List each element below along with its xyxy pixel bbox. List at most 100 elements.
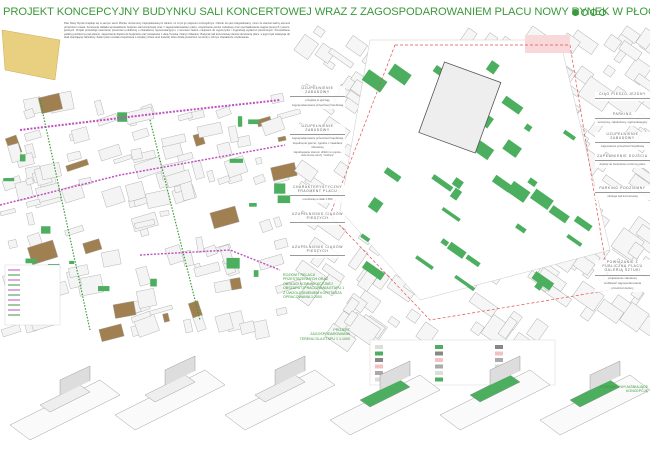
building: [191, 159, 205, 180]
green-area: [441, 206, 461, 222]
project-description: Plac Nowy Rynek znajduje się w samym ser…: [64, 22, 290, 40]
green-area: [446, 241, 467, 259]
annotation-heading: UZUPEŁNIENIE ZABUDOWY: [290, 124, 345, 136]
building: [293, 33, 319, 60]
building: [627, 241, 645, 260]
building: [270, 162, 298, 182]
green-area: [440, 238, 450, 247]
building: [0, 323, 22, 338]
building: [259, 218, 274, 233]
building: [297, 282, 320, 307]
green-area: [566, 233, 583, 247]
page-dot-1[interactable]: [572, 9, 579, 16]
building: [112, 300, 137, 319]
green-area: [501, 95, 524, 115]
annotation-note: dojście do budynków od strony placu: [599, 161, 646, 166]
building: [570, 29, 599, 55]
green-area: [150, 278, 157, 287]
page-dot-2[interactable]: [581, 9, 588, 16]
green-area: [237, 116, 243, 127]
building: [312, 25, 326, 38]
annotation-group: POWIĄZANIE Z PUBLICZNĄ PLACU GALERIĄ SZT…: [595, 260, 650, 293]
legend-swatch: [375, 377, 383, 382]
building: [183, 318, 194, 334]
annotation-heading: PARKING: [595, 112, 650, 120]
axo-building: [59, 365, 91, 395]
building: [25, 177, 35, 186]
annotation-heading: POWIĄZANIE Z PUBLICZNĄ PLACU GALERIĄ SZT…: [595, 260, 650, 276]
annotation-heading: UZUPEŁNIENIE CIĄGÓW PIESZYCH: [290, 212, 345, 224]
annotation-heading: ZAPEWNIENIE DOJŚCIA: [595, 154, 650, 162]
pink-area: [525, 35, 570, 53]
building: [356, 290, 382, 314]
building: [635, 27, 650, 50]
route-line: [139, 249, 281, 271]
legend-swatch: [435, 364, 443, 369]
annotation-note: rozebranie w skali 1:500: [302, 196, 333, 201]
annotation-note: dopełnienie pierzei, zgodnie z zasadami …: [292, 141, 343, 149]
green-area: [523, 123, 533, 132]
building: [76, 274, 105, 297]
board-title: PROJEKT KONCEPCYJNY BUDYNKU SALI KONCERT…: [3, 6, 650, 18]
annotation-heading: CIĄG PIESZO-JEZDNY: [595, 92, 650, 100]
annotation-note: przestrzeń kultury: [611, 286, 634, 291]
building: [603, 64, 616, 78]
building: [65, 158, 90, 172]
legend-swatch: [375, 351, 383, 356]
building: [314, 42, 336, 64]
green-area: [226, 257, 240, 269]
page-dot-4[interactable]: [599, 9, 606, 16]
building: [603, 33, 623, 53]
building: [214, 312, 234, 333]
building: [295, 259, 328, 288]
building: [177, 111, 193, 122]
legend-swatch: [375, 345, 383, 349]
legend-swatch: [435, 351, 443, 356]
building: [100, 249, 122, 268]
building: [324, 323, 357, 353]
building: [209, 205, 240, 230]
green-area: [229, 158, 244, 163]
building: [216, 141, 233, 159]
green-area: [451, 177, 464, 190]
legend-swatch: [435, 345, 443, 349]
building: [135, 288, 158, 309]
green-area: [361, 260, 386, 281]
building: [68, 264, 90, 278]
green-area: [3, 178, 15, 182]
green-area: [43, 229, 49, 234]
building: [345, 35, 368, 57]
building: [66, 150, 82, 162]
building: [78, 177, 92, 186]
green-area: [253, 270, 259, 277]
green-area: [485, 60, 500, 75]
green-area: [531, 271, 555, 291]
building: [193, 261, 221, 278]
building: [273, 237, 289, 250]
building: [164, 244, 185, 266]
building: [26, 212, 35, 226]
building: [162, 312, 170, 323]
legend-swatch: [435, 377, 443, 382]
building: [131, 127, 150, 141]
context-site-plan: [0, 29, 303, 343]
page-dot-3[interactable]: [590, 9, 597, 16]
building: [470, 321, 485, 336]
green-area: [387, 63, 412, 86]
axo-building: [164, 355, 196, 385]
building: [342, 297, 360, 316]
building: [571, 280, 605, 312]
building: [165, 169, 192, 189]
building: [347, 247, 369, 271]
route-line: [19, 99, 281, 131]
building: [161, 133, 187, 148]
page-indicator: [572, 9, 606, 16]
axo-building: [379, 360, 411, 390]
green-area: [69, 260, 75, 265]
building: [23, 108, 36, 120]
building: [177, 151, 194, 163]
legend-swatch: [375, 358, 383, 362]
